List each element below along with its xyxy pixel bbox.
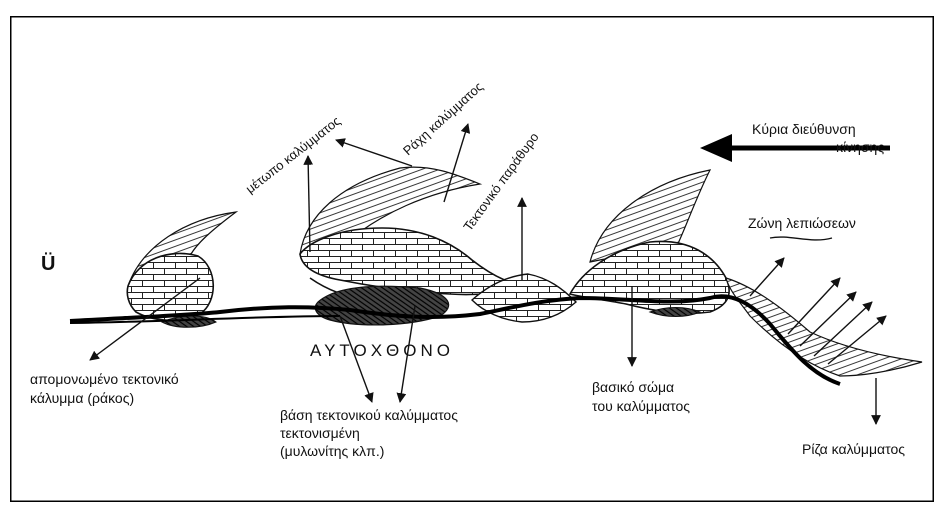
main-body-label-line2: του καλύμματος	[592, 398, 690, 414]
isolated-klippe-label-line2: κάλυμμα (ράκος)	[30, 390, 134, 406]
main-direction-label-line2: κίνησης	[836, 139, 884, 155]
main-body-label-line1: βασικό σώμα	[592, 379, 674, 395]
isolated-klippe	[127, 212, 236, 327]
autochthon-label: ΑΥΤΟΧΘΟΝΟ	[310, 341, 454, 360]
imbrication-label-underline	[770, 237, 832, 240]
isolated-klippe-label-line1: απομονωμένο τεκτονικό	[30, 371, 179, 387]
imbrication-zone-label: Ζώνη λεπιώσεων	[748, 215, 856, 231]
main-nappe-body	[570, 170, 729, 317]
nappe-root-label: Ρίζα καλύμματος	[802, 441, 905, 457]
front-of-nappe-label: μέτωπο καλύμματος	[243, 113, 344, 196]
tectonized-base-lens	[315, 286, 448, 325]
imbrication-zone	[726, 258, 922, 376]
tectonized-base-label-line1: βάση τεκτονικού καλύμματος	[280, 407, 458, 423]
tectonized-base-label-line3: (μυλωνίτης κλπ.)	[280, 443, 384, 459]
nappe-ridge-label: Ράχη καλύμματος	[400, 79, 486, 158]
nappe-structure-diagram: Ü μέτωπο καλύμματος Ράχη καλύμματος Τεκτ…	[10, 16, 934, 502]
main-direction-label-line1: Κύρια διεύθυνση	[752, 121, 856, 137]
diagram-frame: Ü μέτωπο καλύμματος Ράχη καλύμματος Τεκτ…	[10, 16, 934, 502]
compass-mark: Ü	[41, 252, 55, 275]
tectonized-base-label-line2: τεκτονισμένη	[280, 425, 360, 441]
